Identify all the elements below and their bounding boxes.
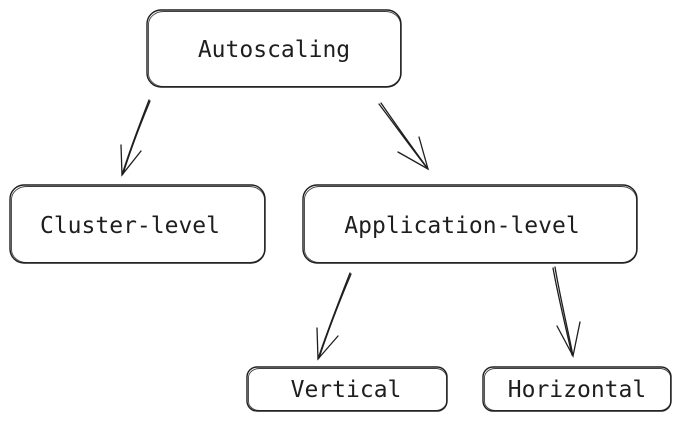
- node-horizontal-label: Horizontal: [508, 377, 646, 403]
- node-vertical-label: Vertical: [291, 377, 402, 403]
- node-application-level-label: Application-level: [344, 213, 579, 239]
- node-application-level-box: [302, 184, 638, 264]
- arrow-autoscaling-to-cluster-level-head: [120, 144, 142, 177]
- arrow-autoscaling-to-cluster-level-shaft-sketch: [121, 99, 150, 176]
- node-cluster-level-label: Cluster-level: [40, 213, 220, 239]
- arrow-application-level-to-vertical-head: [316, 327, 339, 361]
- arrow-application-level-to-horizontal-head: [556, 321, 581, 358]
- node-autoscaling-box-sketch: [148, 11, 401, 87]
- arrow-application-level-to-horizontal: [552, 266, 581, 358]
- node-autoscaling-label: Autoscaling: [198, 37, 350, 63]
- node-horizontal-box: [482, 366, 672, 412]
- arrow-autoscaling-to-application-level-head: [397, 136, 430, 171]
- node-autoscaling-box: [146, 9, 402, 88]
- node-application-level-box-sketch: [304, 186, 637, 263]
- arrow-application-level-to-vertical-shaft-sketch: [317, 272, 351, 360]
- node-horizontal[interactable]: Horizontal: [482, 366, 672, 412]
- node-horizontal-box-sketch: [484, 368, 671, 411]
- arrow-application-level-to-vertical: [316, 272, 352, 361]
- node-vertical-box: [246, 366, 448, 412]
- arrow-autoscaling-to-cluster-level-shaft: [122, 100, 151, 175]
- node-application-level[interactable]: Application-level: [302, 184, 638, 264]
- arrow-autoscaling-to-application-level-shaft-sketch: [380, 102, 429, 170]
- node-cluster-level-box-sketch: [11, 186, 265, 263]
- node-vertical[interactable]: Vertical: [246, 366, 448, 412]
- arrow-application-level-to-vertical-shaft: [318, 273, 352, 359]
- arrow-application-level-to-horizontal-shaft-sketch: [554, 266, 574, 357]
- node-cluster-level-box: [9, 184, 266, 264]
- node-vertical-box-sketch: [248, 368, 447, 411]
- node-cluster-level[interactable]: Cluster-level: [9, 184, 266, 264]
- node-autoscaling[interactable]: Autoscaling: [146, 9, 402, 88]
- arrow-autoscaling-to-application-level: [378, 102, 430, 171]
- arrow-application-level-to-horizontal-shaft: [552, 267, 573, 356]
- arrow-autoscaling-to-cluster-level: [120, 99, 151, 177]
